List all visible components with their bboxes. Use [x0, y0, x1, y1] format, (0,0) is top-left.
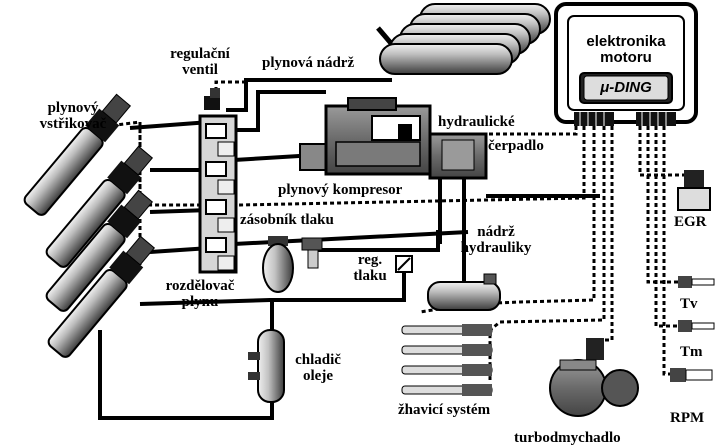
pressure-accumulator — [263, 236, 322, 292]
sensor-tm — [678, 320, 714, 332]
label-oil-cooler: chladič oleje — [288, 352, 348, 384]
label-hydraulic-pump: hydraulické čerpadlo — [438, 110, 544, 158]
label-hydraulic-tank-line1: nádrž — [446, 224, 546, 240]
gas-tanks — [378, 4, 550, 74]
regulating-valve — [204, 88, 220, 110]
label-ecu-line2: motoru — [568, 50, 684, 66]
label-turbo: turbodmychadlo — [514, 430, 621, 446]
label-hydraulic-tank-line2: hydrauliky — [446, 240, 546, 256]
label-egr: EGR — [674, 214, 707, 230]
label-hydraulic-tank: nádrž hydrauliky — [446, 224, 546, 256]
turbocharger — [550, 338, 638, 416]
sensor-tv — [678, 276, 714, 288]
label-distributor-line1: rozdělovač — [150, 278, 250, 294]
label-injector-line2: vstřikovač — [18, 116, 128, 132]
label-gas-tank: plynová nádrž — [262, 55, 354, 71]
label-injector: plynový vstřikovač — [18, 100, 128, 132]
label-valve-line1: regulační — [150, 46, 250, 62]
label-hydraulic-pump-line2: čerpadlo — [438, 134, 544, 158]
label-valve: regulační ventil — [150, 46, 250, 78]
glow-plugs — [402, 324, 492, 396]
gas-compressor — [300, 98, 430, 174]
label-ecu-brand: μ-DING — [584, 80, 668, 96]
label-distributor-line2: plynu — [150, 294, 250, 310]
label-oil-cooler-line2: oleje — [288, 368, 348, 384]
label-valve-line2: ventil — [150, 62, 250, 78]
sensor-rpm — [670, 368, 712, 382]
label-reg-pressure: reg. tlaku — [340, 252, 400, 284]
label-glow: žhavicí systém — [398, 402, 490, 418]
label-tv: Tv — [680, 296, 698, 312]
distributor — [200, 116, 236, 272]
label-ecu: elektronika motoru — [568, 34, 684, 66]
label-hydraulic-pump-line1: hydraulické — [438, 110, 544, 134]
label-reg-pressure-line1: reg. — [340, 252, 400, 268]
label-ecu-line1: elektronika — [568, 34, 684, 50]
label-tm: Tm — [680, 344, 703, 360]
label-compressor: plynový kompresor — [278, 182, 402, 198]
label-accumulator: zásobník tlaku — [240, 212, 334, 228]
label-distributor: rozdělovač plynu — [150, 278, 250, 310]
label-rpm: RPM — [670, 410, 704, 426]
label-oil-cooler-line1: chladič — [288, 352, 348, 368]
label-reg-pressure-line2: tlaku — [340, 268, 400, 284]
label-injector-line1: plynový — [18, 100, 128, 116]
oil-cooler — [248, 330, 284, 402]
